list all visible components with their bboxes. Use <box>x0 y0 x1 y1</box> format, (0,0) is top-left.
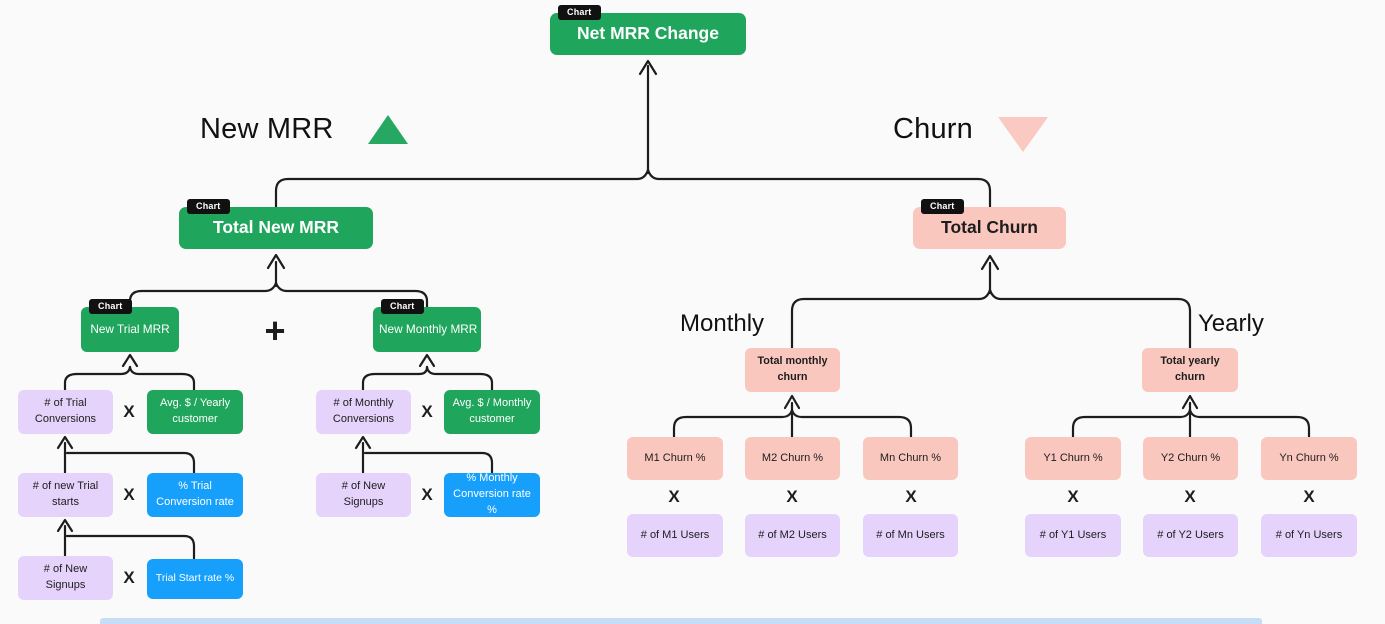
node-trial-start-rate[interactable]: Trial Start rate % <box>147 559 243 599</box>
node-label: Total New MRR <box>212 217 340 238</box>
edge-trial-chain-row3-row2 <box>56 435 196 475</box>
node-yn-users[interactable]: # of Yn Users <box>1261 514 1357 557</box>
node-total-monthly-churn[interactable]: Total monthly churn <box>745 348 840 392</box>
chart-tag: Chart <box>921 199 964 214</box>
node-label: Total Churn <box>941 217 1038 238</box>
edge-yearly-churn-fork <box>1071 394 1311 439</box>
node-y1-churn[interactable]: Y1 Churn % <box>1025 437 1121 480</box>
new-mrr-heading: New MRR <box>200 113 334 145</box>
node-new-signups-monthly[interactable]: # of New Signups <box>316 473 411 517</box>
chart-tag: Chart <box>558 5 601 20</box>
multiply-operator: X <box>905 487 917 506</box>
bottom-edge-element <box>100 618 1262 624</box>
node-net-mrr-change[interactable]: Chart Net MRR Change <box>550 5 746 55</box>
node-total-yearly-churn[interactable]: Total yearly churn <box>1142 348 1238 392</box>
node-label: New Monthly MRR <box>379 321 478 336</box>
chart-tag: Chart <box>381 299 424 314</box>
node-label: New Trial MRR <box>90 321 170 336</box>
node-y1-users[interactable]: # of Y1 Users <box>1025 514 1121 557</box>
node-mn-churn[interactable]: Mn Churn % <box>863 437 958 480</box>
node-m2-churn[interactable]: M2 Churn % <box>745 437 840 480</box>
multiply-operator: X <box>421 402 433 421</box>
edge-monthly-churn-fork <box>672 394 913 439</box>
edge-new-monthly-mrr-fork <box>361 353 494 392</box>
edge-new-trial-mrr-fork <box>63 353 196 392</box>
multiply-operator: X <box>123 485 135 504</box>
node-new-trial-starts[interactable]: # of new Trial starts <box>18 473 113 517</box>
node-m1-churn[interactable]: M1 Churn % <box>627 437 723 480</box>
node-new-monthly-mrr[interactable]: Chart New Monthly MRR <box>373 299 481 352</box>
node-m2-users[interactable]: # of M2 Users <box>745 514 840 557</box>
node-total-new-mrr[interactable]: Chart Total New MRR <box>179 199 373 249</box>
churn-heading: Churn <box>893 113 973 145</box>
node-new-signups-trial[interactable]: # of New Signups <box>18 556 113 600</box>
chart-tag: Chart <box>187 199 230 214</box>
multiply-operator: X <box>1303 487 1315 506</box>
chart-tag: Chart <box>89 299 132 314</box>
node-y2-churn[interactable]: Y2 Churn % <box>1143 437 1238 480</box>
yearly-section-label: Yearly <box>1198 310 1264 337</box>
monthly-section-label: Monthly <box>680 310 765 337</box>
node-y2-users[interactable]: # of Y2 Users <box>1143 514 1238 557</box>
node-avg-monthly-customer[interactable]: Avg. $ / Monthly customer <box>444 390 540 434</box>
multiply-operator: X <box>1067 487 1079 506</box>
node-total-churn[interactable]: Chart Total Churn <box>913 199 1066 249</box>
multiply-operator: X <box>786 487 798 506</box>
plus-operator: + <box>264 310 286 351</box>
edge-monthly-chain <box>354 435 494 475</box>
node-trial-conversion-rate[interactable]: % Trial Conversion rate <box>147 473 243 517</box>
edge-trial-chain-row4-row3 <box>56 518 196 561</box>
node-yn-churn[interactable]: Yn Churn % <box>1261 437 1357 480</box>
node-label: Net MRR Change <box>577 23 719 44</box>
edge-total-churn-fork <box>790 254 1192 350</box>
multiply-operator: X <box>1184 487 1196 506</box>
node-new-trial-mrr[interactable]: Chart New Trial MRR <box>81 299 179 352</box>
up-triangle-icon <box>368 115 408 144</box>
node-monthly-conversions[interactable]: # of Monthly Conversions <box>316 390 411 434</box>
multiply-operator: X <box>123 402 135 421</box>
node-monthly-conversion-rate[interactable]: % Monthly Conversion rate % <box>444 472 540 517</box>
multiply-operator: X <box>123 568 135 587</box>
node-avg-yearly-customer[interactable]: Avg. $ / Yearly customer <box>147 390 243 434</box>
node-mn-users[interactable]: # of Mn Users <box>863 514 958 557</box>
node-trial-conversions[interactable]: # of Trial Conversions <box>18 390 113 434</box>
multiply-operator: X <box>668 487 680 506</box>
node-m1-users[interactable]: # of M1 Users <box>627 514 723 557</box>
multiply-operator: X <box>421 485 433 504</box>
down-triangle-icon <box>998 117 1048 152</box>
